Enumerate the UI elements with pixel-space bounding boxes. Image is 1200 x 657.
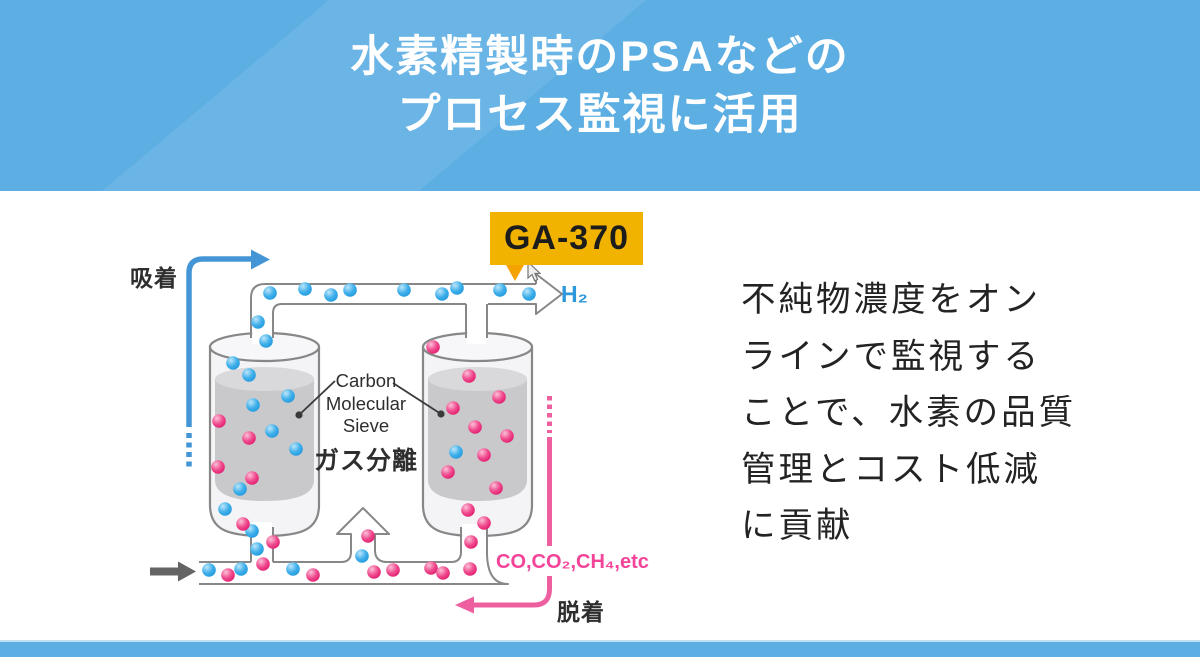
h2-molecule-dot bbox=[234, 562, 248, 576]
h2-molecule-dot bbox=[289, 442, 303, 456]
gas-molecule-dots bbox=[202, 281, 536, 582]
impurity-molecule-dot bbox=[446, 401, 460, 415]
h2-molecule-dot bbox=[286, 562, 300, 576]
impurity-molecule-dot bbox=[464, 535, 478, 549]
impurity-molecule-dot bbox=[500, 429, 514, 443]
device-badge-label: GA-370 bbox=[503, 219, 630, 257]
device-badge-pointer bbox=[506, 265, 524, 281]
impurity-molecule-dot bbox=[477, 448, 491, 462]
h2-molecule-dot bbox=[202, 563, 216, 577]
h2-molecule-dot bbox=[242, 368, 256, 382]
page-title: 水素精製時のPSAなどの プロセス監視に活用 bbox=[350, 33, 850, 139]
adsorption-label: 吸着 bbox=[130, 265, 178, 291]
h2-molecule-dot bbox=[246, 398, 260, 412]
impurity-molecule-dot bbox=[492, 390, 506, 404]
feed-inlet-arrow bbox=[150, 561, 196, 582]
h2-label: H₂ bbox=[561, 281, 588, 307]
footer-band bbox=[0, 640, 1200, 657]
h2-molecule-dot bbox=[251, 315, 265, 329]
impurity-molecule-dot bbox=[477, 516, 491, 530]
h2-molecule-dot bbox=[298, 282, 312, 296]
impurity-molecule-dot bbox=[367, 565, 381, 579]
impurity-molecule-dot bbox=[242, 431, 256, 445]
impurity-molecule-dot bbox=[441, 465, 455, 479]
impurity-molecule-dot bbox=[489, 481, 503, 495]
h2-molecule-dot bbox=[233, 482, 247, 496]
impurity-molecule-dot bbox=[462, 369, 476, 383]
h2-molecule-dot bbox=[259, 334, 273, 348]
impurity-molecule-dot bbox=[256, 557, 270, 571]
impurity-molecule-dot bbox=[468, 420, 482, 434]
impurity-molecule-dot bbox=[266, 535, 280, 549]
impurity-molecule-dot bbox=[426, 340, 440, 354]
mouse-cursor-icon bbox=[527, 260, 542, 282]
h2-molecule-dot bbox=[522, 287, 536, 301]
impurity-molecule-dot bbox=[236, 517, 250, 531]
h2-molecule-dot bbox=[449, 445, 463, 459]
impurities-label: CO,CO₂,CH₄,etc bbox=[496, 551, 649, 573]
adsorption-flow-arrow bbox=[186, 249, 270, 471]
h2-molecule-dot bbox=[263, 286, 277, 300]
device-badge: GA-370 bbox=[490, 212, 643, 265]
sieve-leader-lines bbox=[295, 380, 445, 419]
h2-molecule-dot bbox=[265, 424, 279, 438]
sieve-label-english: Carbon Molecular Sieve bbox=[325, 370, 407, 436]
h2-molecule-dot bbox=[343, 283, 357, 297]
h2-molecule-dot bbox=[218, 502, 232, 516]
h2-molecule-dot bbox=[450, 281, 464, 295]
h2-molecule-dot bbox=[324, 288, 338, 302]
sieve-label-japanese: ガス分離 bbox=[313, 447, 418, 475]
impurity-molecule-dot bbox=[386, 563, 400, 577]
desorption-label: 脱着 bbox=[557, 599, 605, 625]
h2-molecule-dot bbox=[226, 356, 240, 370]
impurity-molecule-dot bbox=[306, 568, 320, 582]
h2-molecule-dot bbox=[493, 283, 507, 297]
adsorber-vessel-right bbox=[421, 331, 534, 538]
h2-molecule-dot bbox=[355, 549, 369, 563]
impurity-molecule-dot bbox=[461, 503, 475, 517]
impurity-molecule-dot bbox=[221, 568, 235, 582]
header-band bbox=[0, 0, 1200, 191]
impurity-molecule-dot bbox=[436, 566, 450, 580]
impurity-molecule-dot bbox=[361, 529, 375, 543]
desorption-flow-arrow bbox=[455, 396, 552, 614]
h2-molecule-dot bbox=[397, 283, 411, 297]
h2-molecule-dot bbox=[435, 287, 449, 301]
h2-molecule-dot bbox=[250, 542, 264, 556]
impurity-molecule-dot bbox=[463, 562, 477, 576]
h2-molecule-dot bbox=[281, 389, 295, 403]
impurity-molecule-dot bbox=[211, 460, 225, 474]
product-gas-pipe bbox=[250, 273, 563, 338]
impurity-molecule-dot bbox=[212, 414, 226, 428]
purge-up-arrow-outline bbox=[273, 507, 462, 563]
impurity-molecule-dot bbox=[245, 471, 259, 485]
impurity-molecule-dot bbox=[424, 561, 438, 575]
benefit-description: 不純物濃度をオン ラインで監視する ことで、水素の品質 管理とコスト低減 に貢献 bbox=[741, 281, 1077, 545]
